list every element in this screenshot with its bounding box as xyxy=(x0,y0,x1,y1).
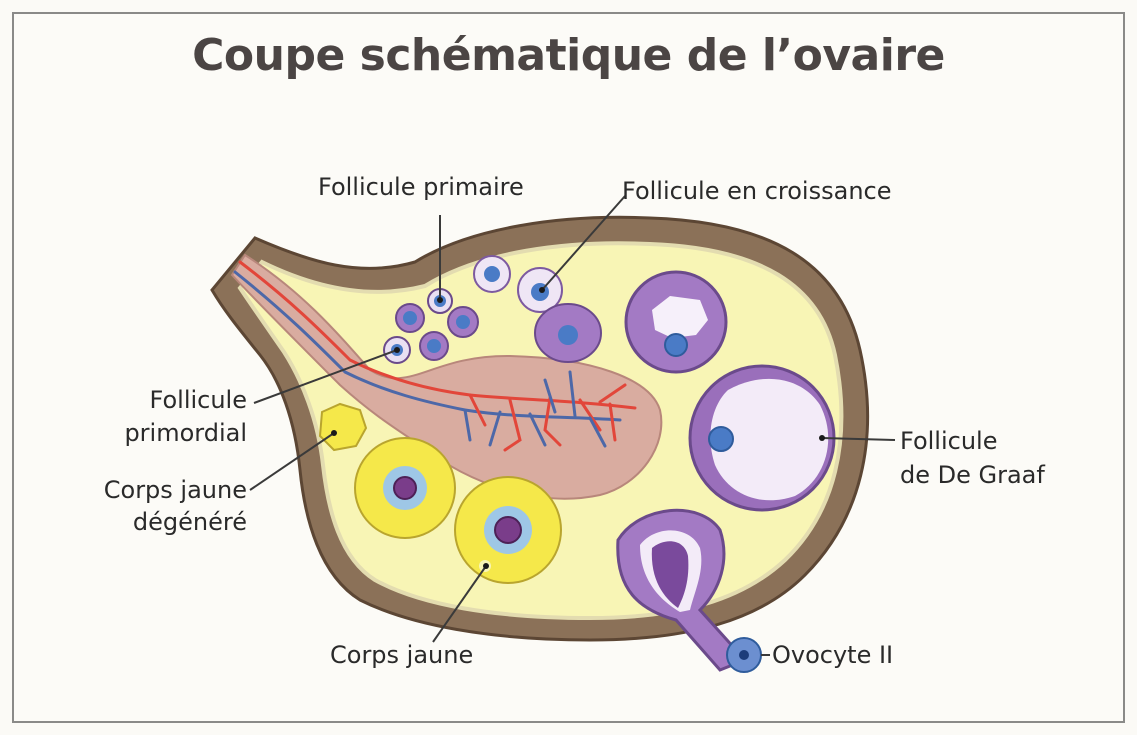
label-corps-jaune-degenere-1: Corps jaune xyxy=(40,475,247,506)
graafian-follicle xyxy=(690,366,834,510)
corpus-luteum-2 xyxy=(455,477,561,583)
label-follicule-croissance: Follicule en croissance xyxy=(622,176,891,207)
label-follicule-primaire: Follicule primaire xyxy=(318,172,524,203)
label-follicule-primordial-2: primordial xyxy=(100,418,247,449)
corpus-luteum-1 xyxy=(355,438,455,538)
label-ovocyte-ii: Ovocyte II xyxy=(772,640,893,671)
label-corps-jaune-degenere-2: dégénéré xyxy=(40,507,247,538)
oocyte-ii xyxy=(727,638,761,672)
label-follicule-de-graaf-1: Follicule xyxy=(900,426,997,457)
label-follicule-primordial-1: Follicule xyxy=(100,385,247,416)
label-corps-jaune: Corps jaune xyxy=(330,640,473,671)
label-follicule-de-graaf-2: de De Graaf xyxy=(900,460,1045,491)
